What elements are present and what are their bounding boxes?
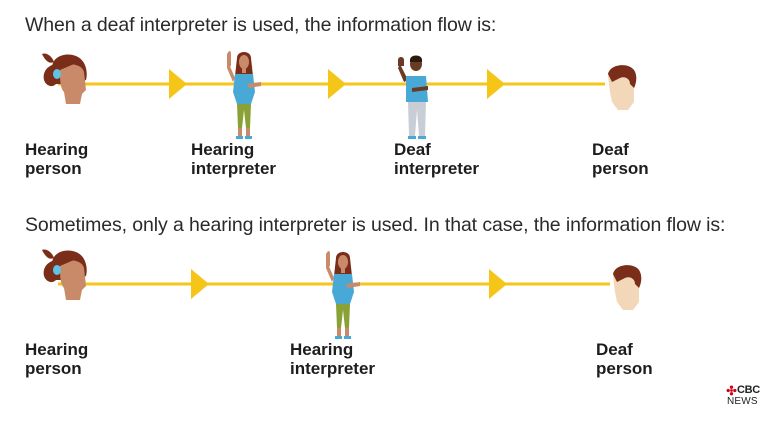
arrow-head-1 bbox=[191, 269, 209, 299]
hearing-interpreter-icon bbox=[326, 251, 360, 339]
flow-connector bbox=[58, 69, 605, 99]
section2-heading: Sometimes, only a hearing interpreter is… bbox=[25, 214, 726, 236]
section1-heading: When a deaf interpreter is used, the inf… bbox=[25, 14, 497, 36]
arrow-head-3 bbox=[487, 69, 505, 99]
logo-sub-text: NEWS bbox=[727, 396, 758, 407]
flow-connector bbox=[58, 269, 610, 299]
deaf-interpreter-icon bbox=[398, 55, 428, 139]
deaf-person-icon bbox=[608, 65, 637, 110]
node-label-deaf-person: Deaf person bbox=[592, 140, 649, 178]
deaf-person-icon bbox=[613, 265, 642, 310]
node-label-hearing-interpreter: Hearing interpreter bbox=[191, 140, 277, 178]
node-label-hearing-person: Hearing person bbox=[25, 140, 89, 178]
hearing-interpreter-icon bbox=[227, 51, 261, 139]
hearing-person-icon bbox=[42, 249, 87, 300]
flow-diagram-hearing-interpreter-only: Hearing person Hearing interpreter Deaf … bbox=[0, 240, 780, 378]
node-label-deaf-person: Deaf person bbox=[596, 340, 653, 378]
arrow-head-2 bbox=[328, 69, 346, 99]
logo-brand-text: CBC bbox=[737, 384, 760, 396]
node-label-deaf-interpreter: Deaf interpreter bbox=[394, 140, 480, 178]
cbc-news-logo: CBC NEWS bbox=[726, 385, 768, 409]
node-label-hearing-interpreter: Hearing interpreter bbox=[290, 340, 376, 378]
node-label-hearing-person: Hearing person bbox=[25, 340, 89, 378]
cbc-gem-icon bbox=[726, 385, 737, 396]
hearing-person-icon bbox=[42, 53, 87, 104]
flow-diagram-deaf-interpreter: Hearing person Hearing interpreter Deaf … bbox=[0, 40, 780, 178]
arrow-head-2 bbox=[489, 269, 507, 299]
arrow-head-1 bbox=[169, 69, 187, 99]
